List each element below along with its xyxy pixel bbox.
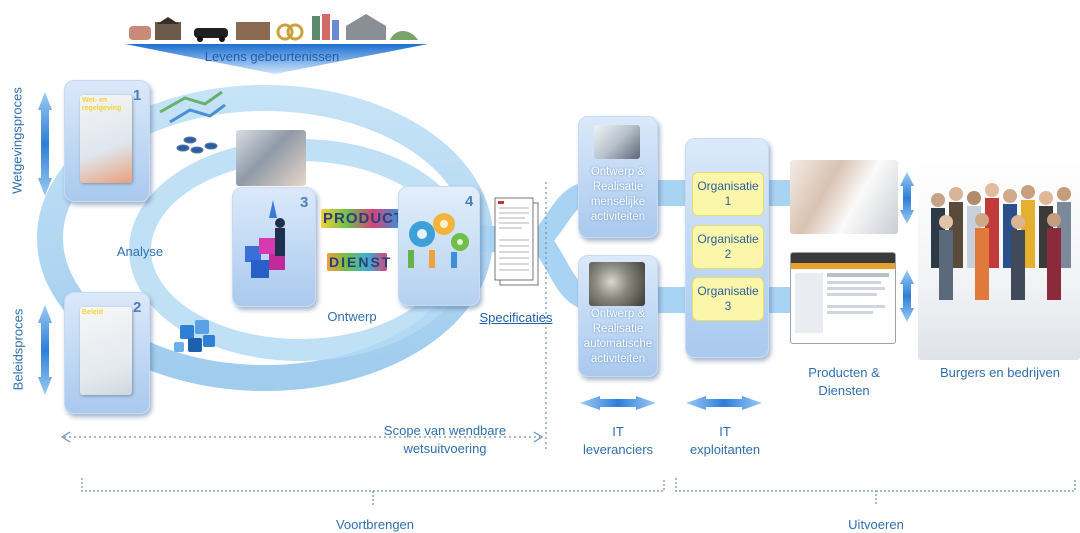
- process-box-3: [232, 187, 316, 307]
- crowd-figures-graphic: [931, 183, 1071, 300]
- wetgeving-double-arrow: [38, 92, 52, 196]
- realisatie-auto-line-2: Realisatie: [592, 323, 644, 335]
- it-exploitanten-label-line-2: exploitanten: [689, 442, 761, 457]
- box-4-number: 4: [465, 193, 474, 210]
- it-exploitanten-label-line-1: IT: [719, 424, 731, 439]
- call-center-photo: [790, 160, 898, 234]
- realisatie-human-line-3: menselijke: [590, 196, 646, 208]
- meeting-photo: [236, 130, 306, 186]
- life-events-label: Levens gebeurtenissen: [204, 49, 340, 64]
- arrow-to-burgers-bottom: [900, 270, 914, 322]
- uitvoeren-label: Uitvoeren: [848, 517, 904, 532]
- uitvoeren-bracket: [675, 478, 1076, 506]
- website-screenshot: [790, 252, 896, 344]
- beleid-doc-label: Beleid: [82, 309, 104, 316]
- beleid-double-arrow: [38, 305, 52, 395]
- dienst-word-graphic: DIENST: [327, 253, 393, 271]
- beleid-document-image: Beleid: [80, 307, 132, 395]
- box-1-number: 1: [133, 87, 142, 104]
- office-photo: [594, 125, 640, 159]
- voortbrengen-label: Voortbrengen: [335, 517, 415, 532]
- box-3-number: 3: [300, 194, 309, 211]
- burgers-label: Burgers en bedrijven: [940, 365, 1060, 380]
- crowd-photo: [918, 160, 1080, 360]
- box-2-number: 2: [133, 299, 142, 316]
- voortbrengen-bracket: [81, 478, 665, 506]
- analyse-label: Analyse: [116, 244, 164, 259]
- process-box-2: Beleid: [64, 292, 150, 414]
- producten-label-line-1: Producten &: [808, 365, 880, 380]
- regelgeving-doc-label: Wet- en regelgeving: [82, 97, 122, 112]
- scope-label-line-2: wetsuitvoering: [403, 441, 487, 456]
- it-leveranciers-label-line-2: leveranciers: [582, 442, 654, 457]
- it-exploitanten-arrow: [686, 396, 762, 410]
- realisatie-auto-line-1: Ontwerp &: [590, 308, 646, 320]
- realisatie-human-line-2: Realisatie: [592, 181, 644, 193]
- realisatie-auto-line-4: activiteiten: [590, 353, 646, 365]
- network-graphic: [159, 90, 226, 154]
- realisatie-human-line-1: Ontwerp &: [590, 166, 646, 178]
- specificaties-link[interactable]: Specificaties: [479, 310, 553, 325]
- wetgeving-label: Wetgevingsproces: [9, 87, 25, 194]
- realisatie-human-line-4: activiteiten: [590, 211, 646, 223]
- life-events-funnel: [125, 44, 428, 74]
- producten-label-line-2: Diensten: [818, 383, 870, 398]
- realisatie-auto-box: Ontwerp & Realisatie automatische activi…: [578, 255, 658, 377]
- process-box-1: Wet- en regelgeving: [64, 80, 150, 202]
- arrow-to-burgers-top: [900, 172, 914, 224]
- realisatie-human-box: Ontwerp & Realisatie menselijke activite…: [578, 116, 658, 238]
- product-word-graphic: PRODUCT: [321, 209, 405, 228]
- life-event-icons: [129, 14, 418, 42]
- it-leveranciers-label-line-1: IT: [612, 424, 624, 439]
- specificaties-docs: [494, 197, 539, 286]
- realisatie-auto-line-3: automatische: [583, 338, 653, 350]
- scope-label-line-1: Scope van wendbare: [383, 423, 507, 438]
- cube-cluster-graphic: [174, 320, 215, 352]
- beleid-label: Beleidsproces: [10, 308, 26, 391]
- ontwerp-label: Ontwerp: [327, 309, 377, 324]
- machinery-photo: [589, 262, 645, 306]
- gears-figure-graphic: [408, 213, 469, 268]
- regelgeving-document-image: Wet- en regelgeving: [80, 95, 132, 183]
- blocks-figure-graphic: [245, 200, 285, 278]
- it-leveranciers-arrow: [580, 396, 656, 410]
